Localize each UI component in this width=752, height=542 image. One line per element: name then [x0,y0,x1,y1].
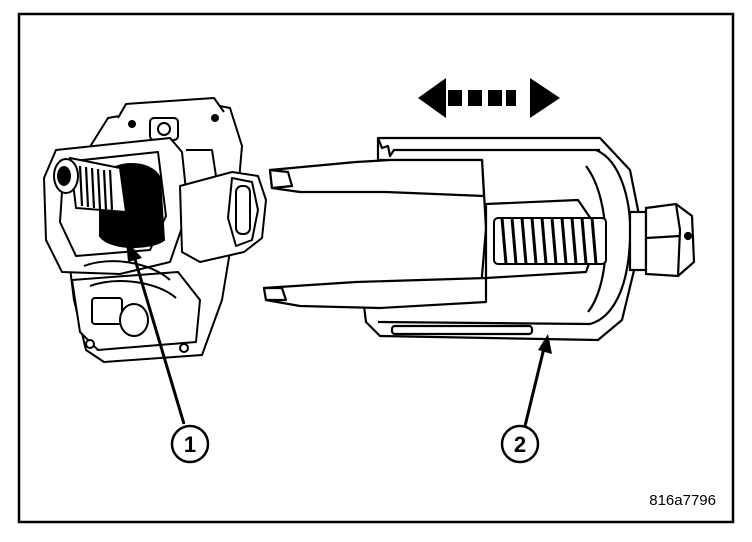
hex-bolt [628,202,696,278]
callout-1: 1 [170,424,210,464]
double-headed-arrow-icon [418,78,560,118]
callout-2: 2 [500,424,540,464]
callout-1-leader [126,240,186,425]
plunger-shaft [53,156,166,249]
figure-id: 816a7796 [649,492,716,509]
threaded-rod [493,217,607,265]
callout-2-leader [523,334,552,427]
callout-2-label: 2 [514,432,526,457]
callout-1-label: 1 [184,432,196,457]
